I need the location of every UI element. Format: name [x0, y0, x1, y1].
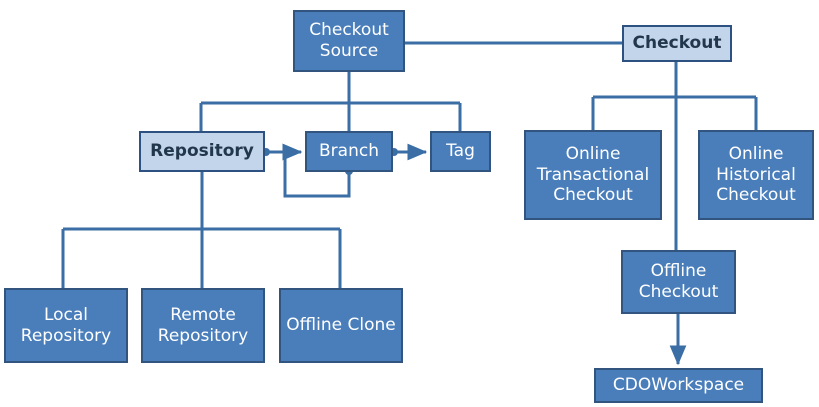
node-checkout[interactable]: Checkout: [622, 25, 732, 62]
node-online-transactional-checkout[interactable]: Online Transactional Checkout: [524, 130, 662, 220]
node-online-historical-checkout[interactable]: Online Historical Checkout: [698, 130, 814, 220]
node-cdoworkspace-label: CDOWorkspace: [612, 375, 745, 396]
node-offline-clone-label: Offline Clone: [286, 315, 396, 336]
node-tag-label: Tag: [446, 141, 475, 162]
node-remote-repository-label: Remote Repository: [157, 304, 249, 346]
node-remote-repository[interactable]: Remote Repository: [141, 288, 265, 363]
node-offline-clone[interactable]: Offline Clone: [279, 288, 403, 363]
node-checkout-source[interactable]: Checkout Source: [293, 10, 405, 72]
node-repository[interactable]: Repository: [139, 131, 265, 172]
node-branch-label: Branch: [319, 141, 379, 162]
node-checkout-label: Checkout: [632, 33, 722, 54]
edge-branch-self-loop: [282, 143, 351, 198]
node-cdoworkspace[interactable]: CDOWorkspace: [594, 368, 763, 403]
node-tag[interactable]: Tag: [430, 131, 491, 172]
node-local-repository[interactable]: Local Repository: [4, 288, 128, 363]
node-offline-checkout[interactable]: Offline Checkout: [621, 250, 736, 314]
node-offline-checkout-label: Offline Checkout: [638, 261, 719, 302]
node-branch[interactable]: Branch: [305, 131, 393, 172]
node-checkout-source-label: Checkout Source: [309, 20, 389, 61]
node-online-transactional-checkout-label: Online Transactional Checkout: [536, 143, 650, 206]
node-repository-label: Repository: [150, 141, 254, 162]
node-online-historical-checkout-label: Online Historical Checkout: [716, 143, 796, 206]
node-local-repository-label: Local Repository: [20, 304, 112, 346]
